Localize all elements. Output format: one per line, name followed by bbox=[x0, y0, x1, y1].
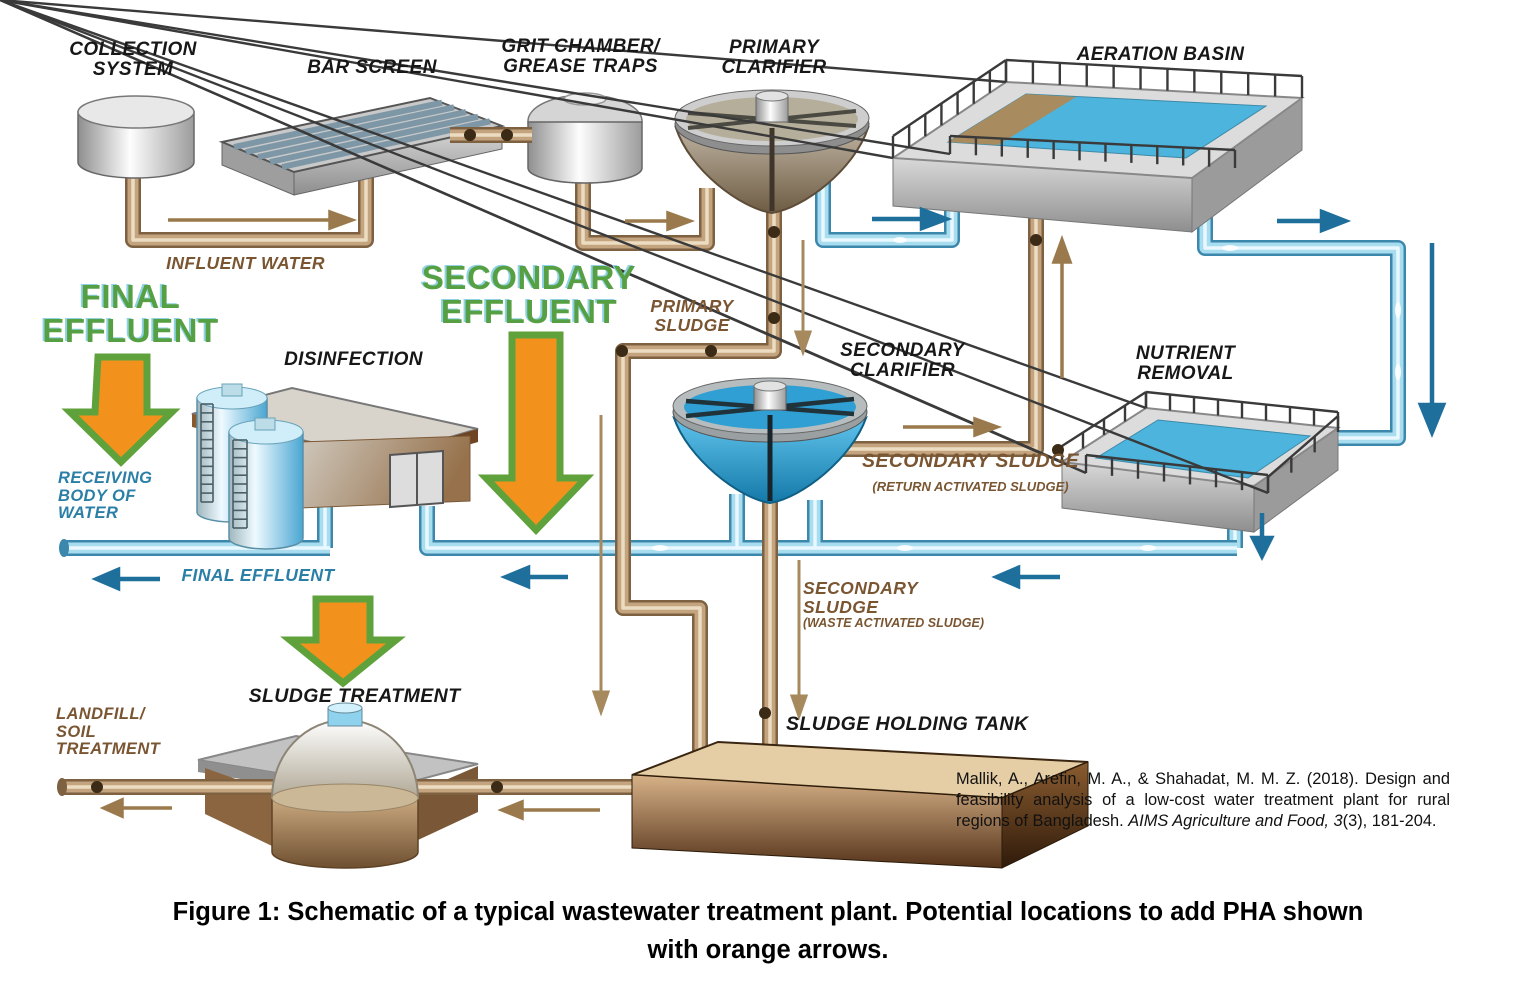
grit-to-primary-arrow-right bbox=[625, 210, 696, 232]
influent-arrow-right bbox=[168, 209, 358, 231]
label-secondary-sludge-was-sub: (WASTE ACTIVATED SLUDGE) bbox=[803, 616, 985, 630]
rightside-arrow-down bbox=[1417, 243, 1447, 438]
label-sludge-treatment: SLUDGE TREATMENT bbox=[248, 685, 461, 707]
primary-sludge-arrow-down bbox=[591, 415, 611, 717]
citation-tail: (3), 181-204. bbox=[1342, 812, 1437, 830]
label-disinfection: DISINFECTION bbox=[284, 349, 423, 370]
pha-arrow-final-effluent bbox=[61, 353, 181, 467]
final-effluent-arrow-left bbox=[91, 566, 160, 592]
label-secondary-sludge-was: SECONDARY SLUDGE bbox=[803, 578, 919, 617]
pha-arrows bbox=[61, 331, 595, 688]
label-collection-system: COLLECTION SYSTEM bbox=[69, 39, 197, 81]
label-final-effluent-pipe: FINAL EFFLUENT bbox=[181, 565, 335, 585]
nutrient-line-arrow-left bbox=[991, 564, 1060, 590]
callout-final-effluent: FINAL EFFLUENT bbox=[42, 278, 219, 349]
label-aeration-basin: AERATION BASIN bbox=[1076, 44, 1245, 65]
label-primary-clarifier: PRIMARY CLARIFIER bbox=[721, 37, 827, 79]
label-nutrient-removal: NUTRIENT REMOVAL bbox=[1135, 343, 1236, 385]
label-bar-screen: BAR SCREEN bbox=[307, 57, 437, 78]
pha-arrow-sludge-treatment bbox=[280, 595, 406, 688]
was-arrow-down bbox=[789, 560, 809, 721]
label-secondary-sludge-ras: SECONDARY SLUDGE bbox=[862, 450, 1079, 472]
secondary-clarifier-tank bbox=[672, 377, 868, 505]
label-secondary-sludge-ras-sub: (RETURN ACTIVATED SLUDGE) bbox=[872, 479, 1069, 494]
primary-to-secondary-arrow-down bbox=[793, 240, 813, 357]
callout-secondary-effluent: SECONDARY EFFLUENT bbox=[421, 259, 637, 330]
label-sludge-holding-tank: SLUDGE HOLDING TANK bbox=[786, 713, 1029, 735]
aeration-basin-structure bbox=[890, 80, 1305, 233]
landfill-arrow-left bbox=[99, 797, 172, 819]
sludge-holding-tank-structure bbox=[631, 740, 1089, 869]
label-grit-chamber: GRIT CHAMBER/ GREASE TRAPS bbox=[501, 36, 660, 78]
disinfection-building bbox=[191, 383, 479, 550]
diagram-canvas bbox=[0, 0, 1447, 869]
flow-arrows bbox=[91, 206, 1447, 821]
pha-arrow-secondary-effluent bbox=[477, 331, 595, 536]
railings bbox=[0, 0, 1340, 495]
collection-tank bbox=[77, 95, 195, 179]
label-influent-water: INFLUENT WATER bbox=[166, 253, 325, 273]
citation-italic: AIMS Agriculture and Food, 3 bbox=[1128, 812, 1343, 830]
label-primary-sludge: PRIMARY SLUDGE bbox=[650, 296, 734, 335]
pipes bbox=[57, 160, 1401, 796]
label-receiving-body-of-water: RECEIVING BODY OF WATER bbox=[58, 469, 153, 523]
label-secondary-clarifier: SECONDARY CLARIFIER bbox=[840, 340, 965, 382]
ras-arrow-up bbox=[1051, 234, 1073, 378]
bar-screen bbox=[218, 96, 506, 196]
nutrient-out-arrow-down bbox=[1249, 513, 1275, 562]
label-landfill-soil-treatment: LANDFILL/ SOIL TREATMENT bbox=[56, 705, 161, 759]
sludge-treatment-dome bbox=[270, 702, 420, 869]
pipe-rivets bbox=[91, 129, 1064, 793]
figure-caption: Figure 1: Schematic of a typical wastewa… bbox=[172, 898, 1364, 965]
secondary-effluent-arrow-left bbox=[500, 564, 568, 590]
citation: Mallik, A., Arefin, M. A., & Shahadat, M… bbox=[956, 769, 1450, 832]
ras-arrow-right bbox=[903, 416, 1003, 438]
aeration-out-arrow-right bbox=[1277, 208, 1352, 234]
tank-to-dome-arrow-left bbox=[497, 799, 600, 821]
nutrient-removal-structure bbox=[1059, 406, 1341, 533]
citation-plain: Mallik, A., Arefin, M. A., & Shahadat, M… bbox=[956, 770, 1450, 830]
primary-effluent-arrow-right bbox=[872, 206, 953, 232]
grit-chamber-tank bbox=[527, 92, 643, 184]
